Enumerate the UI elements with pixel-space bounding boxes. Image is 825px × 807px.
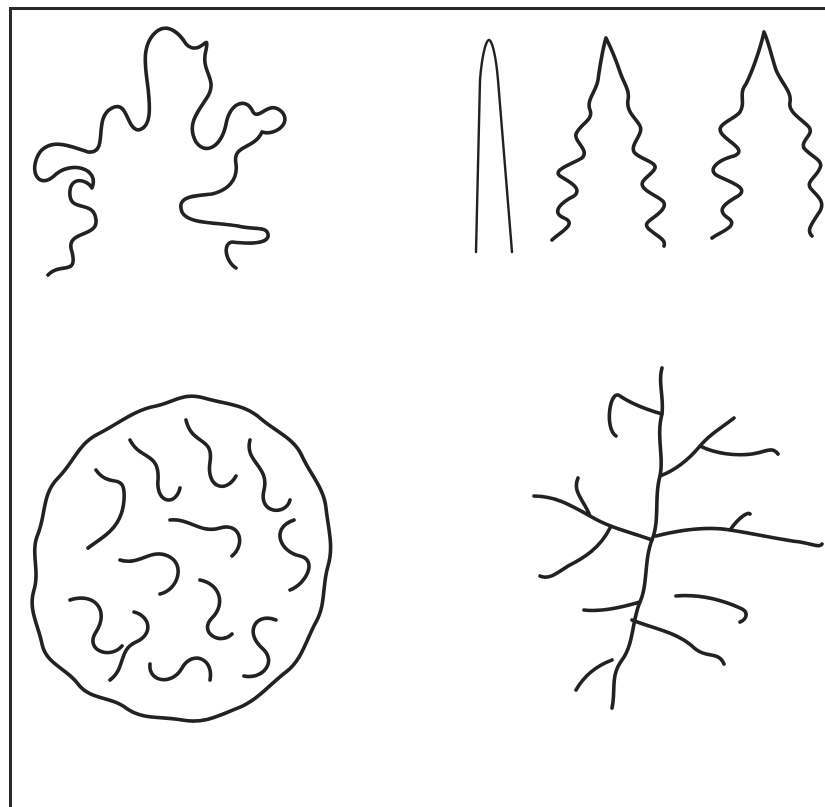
panel-cone-sequence — [476, 32, 822, 252]
labyrinth-outer-contour — [32, 396, 330, 721]
cone-smooth — [476, 40, 512, 252]
panel-lobed-outline — [35, 28, 285, 275]
branching-limbs — [534, 395, 822, 690]
labyrinth-inner-folds — [70, 420, 309, 680]
branching-main-trunk — [612, 368, 662, 708]
panel-branching-structure — [534, 368, 822, 708]
panel-circular-labyrinth — [32, 396, 330, 721]
lobed-outline-shape — [35, 28, 285, 275]
cone-wavy-dense — [712, 32, 822, 238]
cone-wavy-medium — [552, 38, 664, 246]
